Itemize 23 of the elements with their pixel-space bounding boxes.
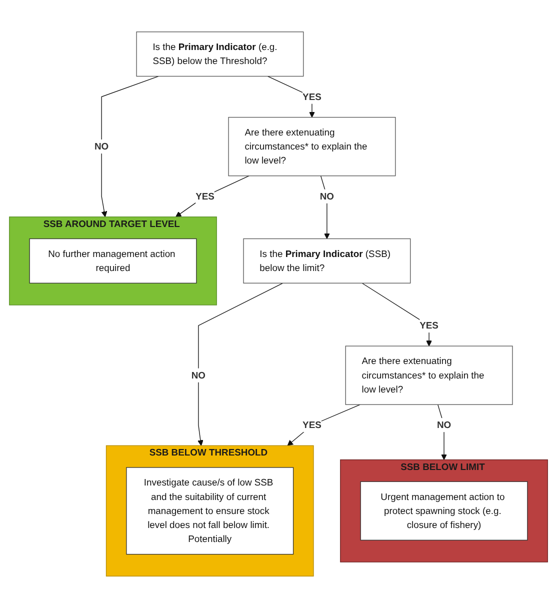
node-box: Are there extenuating circumstances* to explain the low level? xyxy=(228,116,396,176)
arrow xyxy=(438,404,447,460)
edge-label: NO xyxy=(191,370,206,380)
arrow xyxy=(362,282,432,346)
edge-label: YES xyxy=(302,91,322,102)
node-box: Investigate cause/s of low SSB and the suitability of current management to ensure stock level does not fall below limit. Potentially xyxy=(126,467,294,555)
node-box: Is the Primary Indicator (e.g. SSB) below the Threshold? xyxy=(136,32,304,77)
edge-label: YES xyxy=(420,320,438,331)
node-box: No further management action required xyxy=(29,238,197,284)
edge-label: NO xyxy=(94,140,109,152)
arrow xyxy=(267,76,315,118)
arrow xyxy=(287,404,361,446)
arrow xyxy=(198,282,284,446)
arrow xyxy=(320,176,330,239)
edge-label: NO xyxy=(320,190,334,202)
node-box: Are there extenuating circumstances* to explain the low level? xyxy=(345,346,513,405)
node-box: Is the Primary Indicator (SSB) below the limit? xyxy=(243,238,411,284)
edge-label: NO xyxy=(436,419,452,430)
node-box: Urgent management action to protect spawning stock (e.g. closure of fishery) xyxy=(360,481,528,540)
arrow xyxy=(176,176,250,218)
edge-label: YES xyxy=(196,190,214,202)
edge-label: YES xyxy=(302,419,322,430)
arrow xyxy=(101,76,159,218)
